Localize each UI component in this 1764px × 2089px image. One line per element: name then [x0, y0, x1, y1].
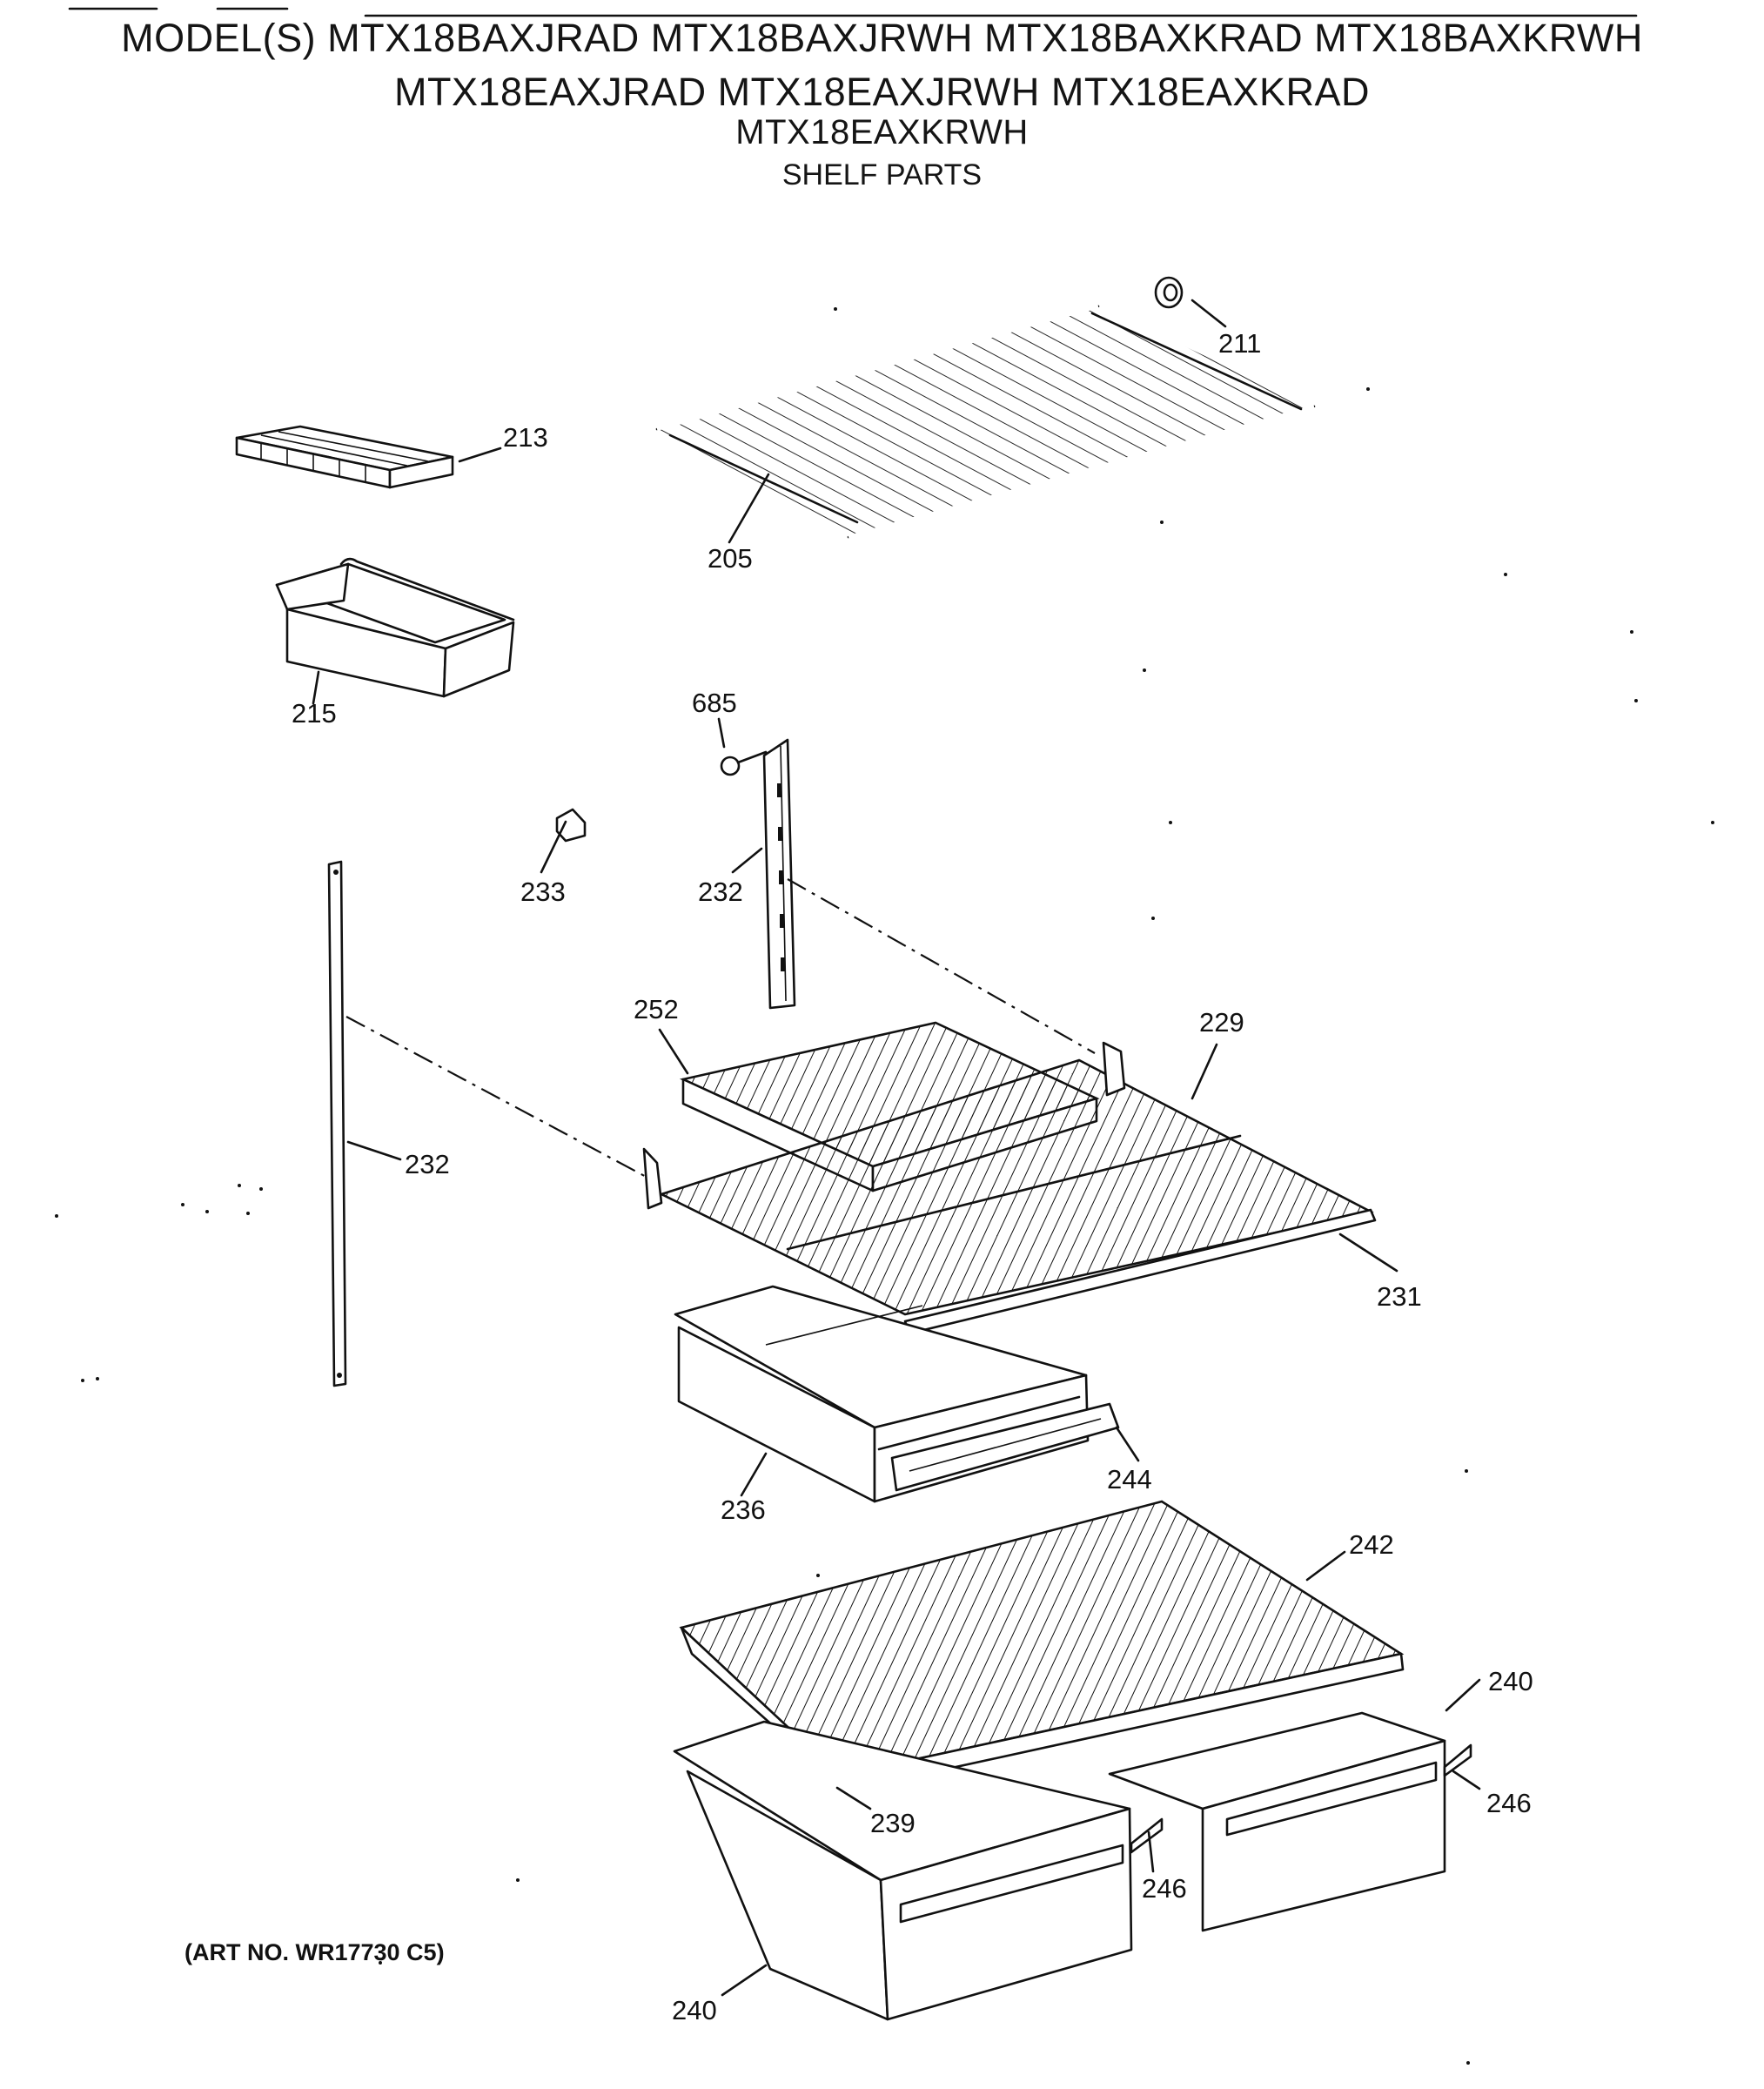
top-rule — [68, 7, 1638, 17]
callout-231: 231 — [1377, 1281, 1422, 1312]
part-211-grommet — [1154, 276, 1184, 309]
part-233-clip — [555, 808, 587, 843]
callout-232-left: 232 — [405, 1149, 450, 1179]
callout-685: 685 — [692, 688, 737, 718]
callout-236: 236 — [721, 1495, 766, 1525]
model-list-line-3: MTX18EAXKRWH — [735, 113, 1029, 151]
callout-246-right: 246 — [1486, 1788, 1532, 1818]
callout-213: 213 — [503, 422, 548, 453]
callout-242: 242 — [1349, 1529, 1394, 1560]
part-246-handles — [1130, 1743, 1472, 1854]
art-number: (ART NO. WR17730 C5) — [184, 1939, 445, 1965]
scan-specks — [55, 307, 1714, 2065]
callout-labels: 211 213 205 215 685 233 232 232 252 229 … — [292, 328, 1533, 2025]
callout-232-right: 232 — [698, 877, 743, 907]
part-240-crisper-drawer-right — [1108, 1711, 1446, 1932]
callout-211: 211 — [1218, 328, 1261, 359]
part-205-wire-shelf — [655, 305, 1316, 539]
callout-246-left: 246 — [1142, 1873, 1187, 1904]
alignment-lines — [345, 878, 1096, 1180]
part-232-shelf-rail-left — [327, 860, 347, 1387]
part-232-shelf-rail-right — [762, 738, 796, 1010]
model-list-line-1: MODEL(S) MTX18BAXJRAD MTX18BAXJRWH MTX18… — [121, 16, 1643, 60]
part-236-meat-pan — [674, 1285, 1090, 1503]
model-list-line-2: MTX18EAXJRAD MTX18EAXJRWH MTX18EAXKRAD — [394, 70, 1370, 114]
part-213-ice-tray — [235, 425, 454, 489]
callout-233: 233 — [520, 877, 566, 907]
callout-244: 244 — [1107, 1464, 1152, 1495]
callout-205: 205 — [708, 543, 753, 574]
callout-252: 252 — [634, 994, 679, 1024]
section-title: SHELF PARTS — [781, 158, 983, 191]
callout-215: 215 — [292, 698, 337, 729]
callout-240-left: 240 — [672, 1995, 717, 2025]
part-685-screw — [720, 750, 768, 776]
part-240-crisper-drawer-left — [673, 1720, 1133, 2021]
part-244-pan-handle — [890, 1402, 1120, 1492]
callout-229: 229 — [1199, 1007, 1244, 1038]
callout-239: 239 — [870, 1808, 916, 1838]
part-215-door-bin — [275, 557, 515, 698]
leader-lines — [312, 299, 1481, 1997]
callout-240-right: 240 — [1488, 1666, 1533, 1696]
